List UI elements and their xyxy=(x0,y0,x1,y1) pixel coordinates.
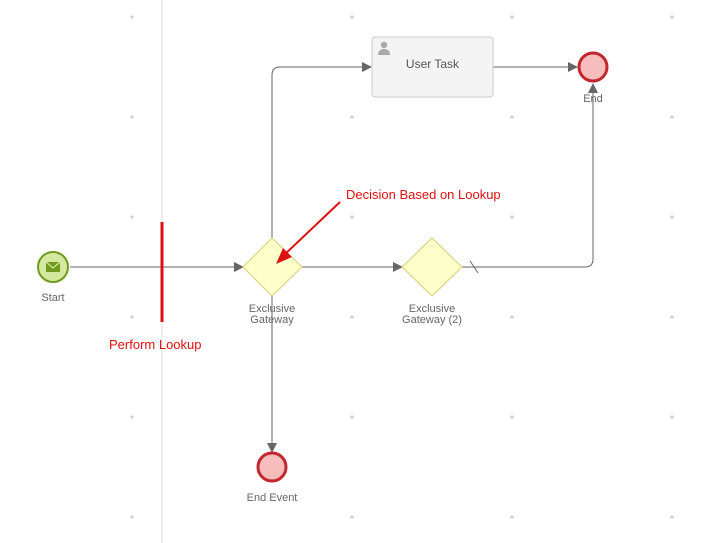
grid-dot xyxy=(130,15,134,19)
default-flow-marker xyxy=(469,260,479,274)
user-task-label: User Task xyxy=(405,57,460,71)
grid-dot xyxy=(350,415,354,419)
end-event-top[interactable] xyxy=(577,51,609,83)
start-label: Start xyxy=(41,292,65,304)
exclusive-gateway-2[interactable] xyxy=(401,237,463,297)
start-event[interactable] xyxy=(37,251,69,283)
grid-dot xyxy=(130,315,134,319)
grid-dot xyxy=(670,315,674,319)
grid-dot xyxy=(350,15,354,19)
grid-dot xyxy=(510,15,514,19)
grid-dot xyxy=(510,215,514,219)
grid-dot xyxy=(130,415,134,419)
grid-dot xyxy=(350,515,354,519)
grid-dot xyxy=(130,115,134,119)
grid-dot xyxy=(350,115,354,119)
annotation-lookup: Perform Lookup xyxy=(109,337,202,352)
grid-dot xyxy=(130,215,134,219)
grid-dot xyxy=(670,515,674,519)
gateway-2-label: Exclusive Gateway (2) xyxy=(402,303,462,326)
flow-gateway2-to-end[interactable] xyxy=(462,83,598,268)
end-label: End xyxy=(583,93,603,105)
grid-dot xyxy=(510,415,514,419)
annotation-arrow-head xyxy=(276,248,292,264)
gateway-label: Exclusive Gateway xyxy=(248,303,296,326)
user-icon xyxy=(378,41,390,55)
user-task[interactable] xyxy=(371,36,494,98)
grid-dot xyxy=(670,115,674,119)
grid-dot xyxy=(510,315,514,319)
grid-dot xyxy=(670,15,674,19)
flow-gateway-to-usertask[interactable] xyxy=(271,62,372,238)
envelope-icon xyxy=(45,261,61,272)
grid-dot xyxy=(510,515,514,519)
annotation-decision: Decision Based on Lookup xyxy=(346,187,501,202)
end-event-label: End Event xyxy=(246,492,298,504)
annotation-arrow-line xyxy=(281,201,341,258)
grid-dot xyxy=(130,515,134,519)
grid-dot xyxy=(350,315,354,319)
end-event-bottom[interactable] xyxy=(256,451,288,483)
grid-dot xyxy=(350,215,354,219)
grid-dot xyxy=(670,415,674,419)
grid-dots xyxy=(130,15,674,519)
grid-dot xyxy=(670,215,674,219)
exclusive-gateway[interactable] xyxy=(242,237,303,297)
grid-dot xyxy=(510,115,514,119)
